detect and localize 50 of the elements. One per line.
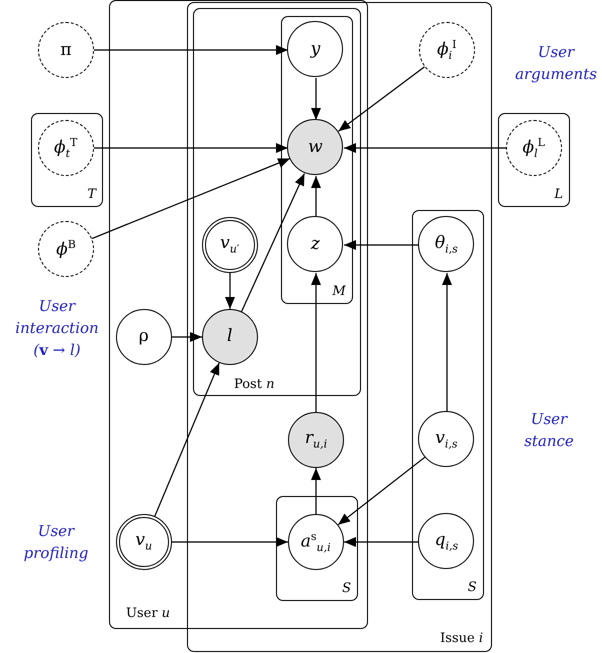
variable-label: π	[60, 42, 72, 58]
arrow	[344, 537, 419, 547]
arrow	[311, 468, 321, 514]
observed-variable-node	[287, 119, 344, 176]
plate-label: Post n	[234, 378, 274, 391]
arrow	[311, 273, 321, 412]
plate-label: M	[332, 284, 346, 298]
arrow	[94, 143, 288, 153]
plate-label: S	[468, 580, 477, 594]
variable-label: z	[310, 236, 320, 253]
variable-label: r$_{u,i}$	[304, 430, 328, 450]
variable-label: ρ	[138, 328, 149, 346]
variable-label: v$_{i,s}$	[435, 430, 458, 450]
arrow	[172, 537, 288, 547]
plate-label: Issue i	[440, 632, 483, 645]
arrow	[94, 45, 288, 55]
arrow	[338, 66, 425, 132]
arrow	[172, 332, 202, 342]
plate-frame	[412, 210, 484, 600]
arrow	[311, 176, 321, 217]
annotation-text: User arguments	[514, 42, 598, 85]
arrow	[442, 273, 452, 412]
annotation-text: User interaction (v → l)	[14, 296, 100, 361]
plate-label: S	[342, 582, 351, 595]
arrow	[92, 158, 290, 240]
arrow	[344, 143, 506, 153]
plate-frame	[276, 496, 358, 601]
arrow	[344, 240, 419, 250]
arrow	[241, 173, 305, 312]
variable-label: w	[308, 138, 323, 156]
variable-label: v$_{u}$	[135, 532, 152, 552]
plate-frame	[498, 113, 570, 207]
plate-label: L	[554, 188, 563, 201]
plate-frame	[280, 16, 353, 304]
annotation-text: User stance	[523, 409, 575, 452]
plate-label: T	[87, 188, 96, 201]
arrow	[154, 362, 220, 516]
plate-label: User u	[126, 607, 170, 620]
variable-label: θ$_{i,s}$	[434, 234, 458, 254]
variable-label: ϕ$^{B}$	[56, 239, 76, 259]
plate-frame	[193, 8, 361, 396]
plate-frame	[31, 113, 103, 207]
variable-label: l	[226, 328, 232, 346]
variable-label: y	[310, 40, 320, 58]
annotation-text: User profiling	[22, 521, 90, 564]
arrow	[338, 456, 426, 526]
arrow	[225, 273, 235, 309]
arrow	[311, 78, 321, 120]
variable-label: q$_{i,s}$	[434, 532, 458, 552]
variable-label: v$_{u′}$	[220, 234, 240, 254]
